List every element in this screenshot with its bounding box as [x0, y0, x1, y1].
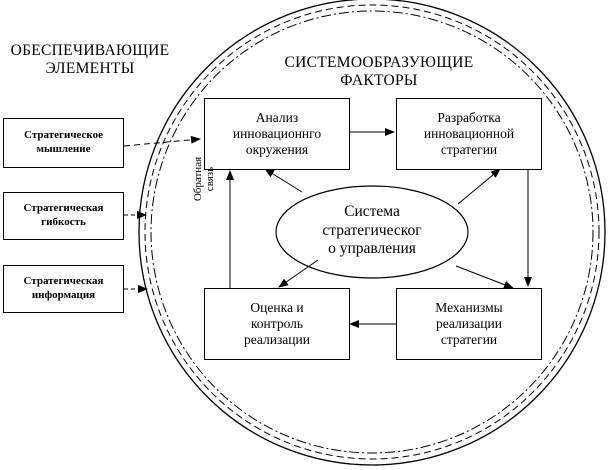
box-strategic-flexibility: Стратегическая гибкость: [3, 192, 124, 240]
box-strategic-information: Стратегическая информация: [3, 265, 124, 313]
arrow-center-to-analysis: [264, 168, 303, 193]
box-mechanisms: Механизмы реализации стратегии: [396, 288, 542, 360]
center-ellipse: [275, 185, 469, 279]
right-heading: СИСТЕМООБРАЗУЮЩИЕ ФАКТОРЫ: [284, 54, 474, 89]
box-analysis: Анализ инновационнго окружения: [204, 98, 350, 170]
arrow-center-to-control: [278, 259, 319, 288]
box-control: Оценка и контроль реализации: [204, 288, 350, 360]
outer-circle: [138, 0, 606, 466]
left-heading: ОБЕСПЕЧИВАЮЩИЕ ЭЛЕМЕНТЫ: [10, 42, 170, 77]
middle-dashed-circle: [144, 4, 600, 460]
arrow-thinking: [123, 135, 201, 147]
inner-dashdot-circle: [150, 10, 594, 454]
arrow-center-to-mechanisms: [455, 265, 514, 289]
box-strategic-thinking: Стратегическое мышление: [3, 118, 124, 168]
center-label: Система стратегическог о управления: [322, 203, 422, 258]
arrow-center-to-development: [457, 168, 501, 205]
feedback-label: Обратная связь: [192, 156, 216, 202]
box-development: Разработка инновационной стратегии: [396, 98, 542, 170]
